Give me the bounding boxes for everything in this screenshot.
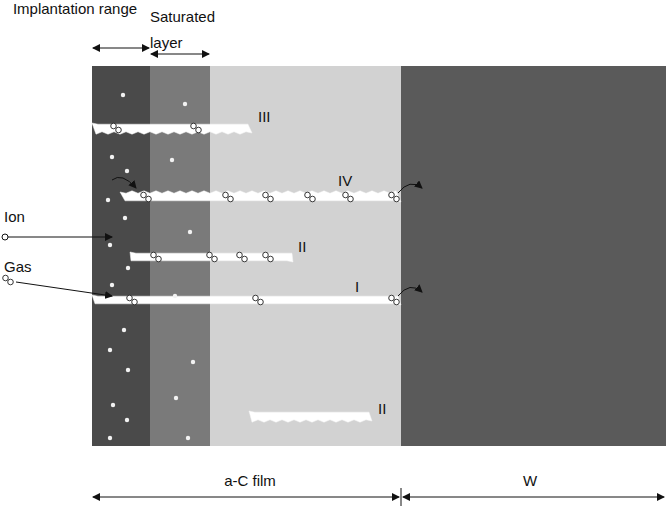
gas-molecule: [263, 252, 269, 258]
gas-molecule: [237, 252, 243, 258]
gas-molecule: [212, 256, 218, 262]
species-label: Ion: [4, 208, 44, 226]
crack-label: III: [258, 108, 298, 126]
gas-molecule: [268, 196, 274, 202]
gas-molecule: [305, 192, 311, 198]
gas-molecule: [394, 299, 400, 305]
gas-molecule: [343, 192, 349, 198]
atom-dot: [126, 266, 130, 270]
atom-dot: [170, 158, 174, 162]
gas-molecule: [196, 127, 202, 133]
release-arrow: [398, 184, 422, 193]
gas-molecule: [111, 123, 117, 129]
crack: [130, 252, 293, 262]
atom-dot: [108, 348, 112, 352]
gas-molecule: [389, 295, 395, 301]
gas-molecule: [394, 196, 400, 202]
species-label: Gas: [4, 258, 44, 276]
range-arrow: [151, 54, 209, 55]
gas-molecule: [146, 196, 152, 202]
gas-molecule: [8, 279, 14, 285]
ion-dot: [2, 234, 8, 240]
atom-dot: [111, 403, 115, 407]
crack: [92, 295, 401, 305]
crack: [249, 411, 372, 422]
atom-dot: [125, 418, 129, 422]
atom-dot: [191, 360, 195, 364]
gas-molecule: [151, 252, 157, 258]
gas-molecule: [141, 192, 147, 198]
crack-label: II: [298, 238, 338, 256]
gas-arrow: [16, 282, 112, 296]
gas-molecule: [242, 256, 248, 262]
dimension-arrow: [403, 497, 664, 498]
atom-dot: [174, 396, 178, 400]
flow-arrow: [112, 177, 136, 188]
gas-molecule: [156, 256, 162, 262]
atom-dot: [188, 230, 192, 234]
dimension-label: Saturated layer: [150, 4, 226, 56]
atom-dot: [173, 294, 177, 298]
atom-dot: [110, 283, 114, 287]
dimension-label: Implantation range: [2, 0, 148, 18]
film-region: [210, 66, 401, 446]
gas-molecule: [228, 196, 234, 202]
dimension-arrow: [93, 497, 399, 498]
atom-dot: [123, 216, 127, 220]
atom-dot: [122, 328, 126, 332]
gas-molecule: [116, 127, 122, 133]
crack-label: II: [378, 400, 400, 418]
crack: [120, 191, 401, 202]
gas-molecule: [253, 295, 259, 301]
gas-molecule: [3, 275, 9, 281]
gas-molecule: [258, 299, 264, 305]
gas-molecule: [207, 252, 213, 258]
gas-molecule: [223, 192, 229, 198]
gas-molecule: [310, 196, 316, 202]
gas-molecule: [263, 192, 269, 198]
atom-dot: [108, 436, 112, 440]
crack-label: IV: [338, 172, 378, 190]
gas-molecule: [132, 299, 138, 305]
atom-dot: [126, 368, 130, 372]
atom-dot: [106, 198, 110, 202]
atom-dot: [183, 102, 187, 106]
gas-molecule: [389, 192, 395, 198]
region-label: W: [500, 472, 560, 490]
crack-label: I: [355, 278, 385, 296]
gas-molecule: [127, 295, 133, 301]
gas-molecule: [268, 256, 274, 262]
atom-dot: [125, 169, 129, 173]
atom-dot: [186, 436, 190, 440]
ion-arrow: [4, 237, 112, 238]
gas-molecule: [191, 123, 197, 129]
gas-molecule: [348, 196, 354, 202]
dimension-tick: [401, 488, 402, 506]
atom-dot: [121, 93, 125, 97]
atom-dot: [108, 243, 112, 247]
region-label: a-C film: [200, 472, 300, 490]
atom-dot: [110, 155, 114, 159]
crack: [92, 123, 252, 134]
release-arrow: [398, 287, 422, 296]
range-arrow: [93, 48, 149, 49]
tungsten-region: [401, 66, 666, 446]
